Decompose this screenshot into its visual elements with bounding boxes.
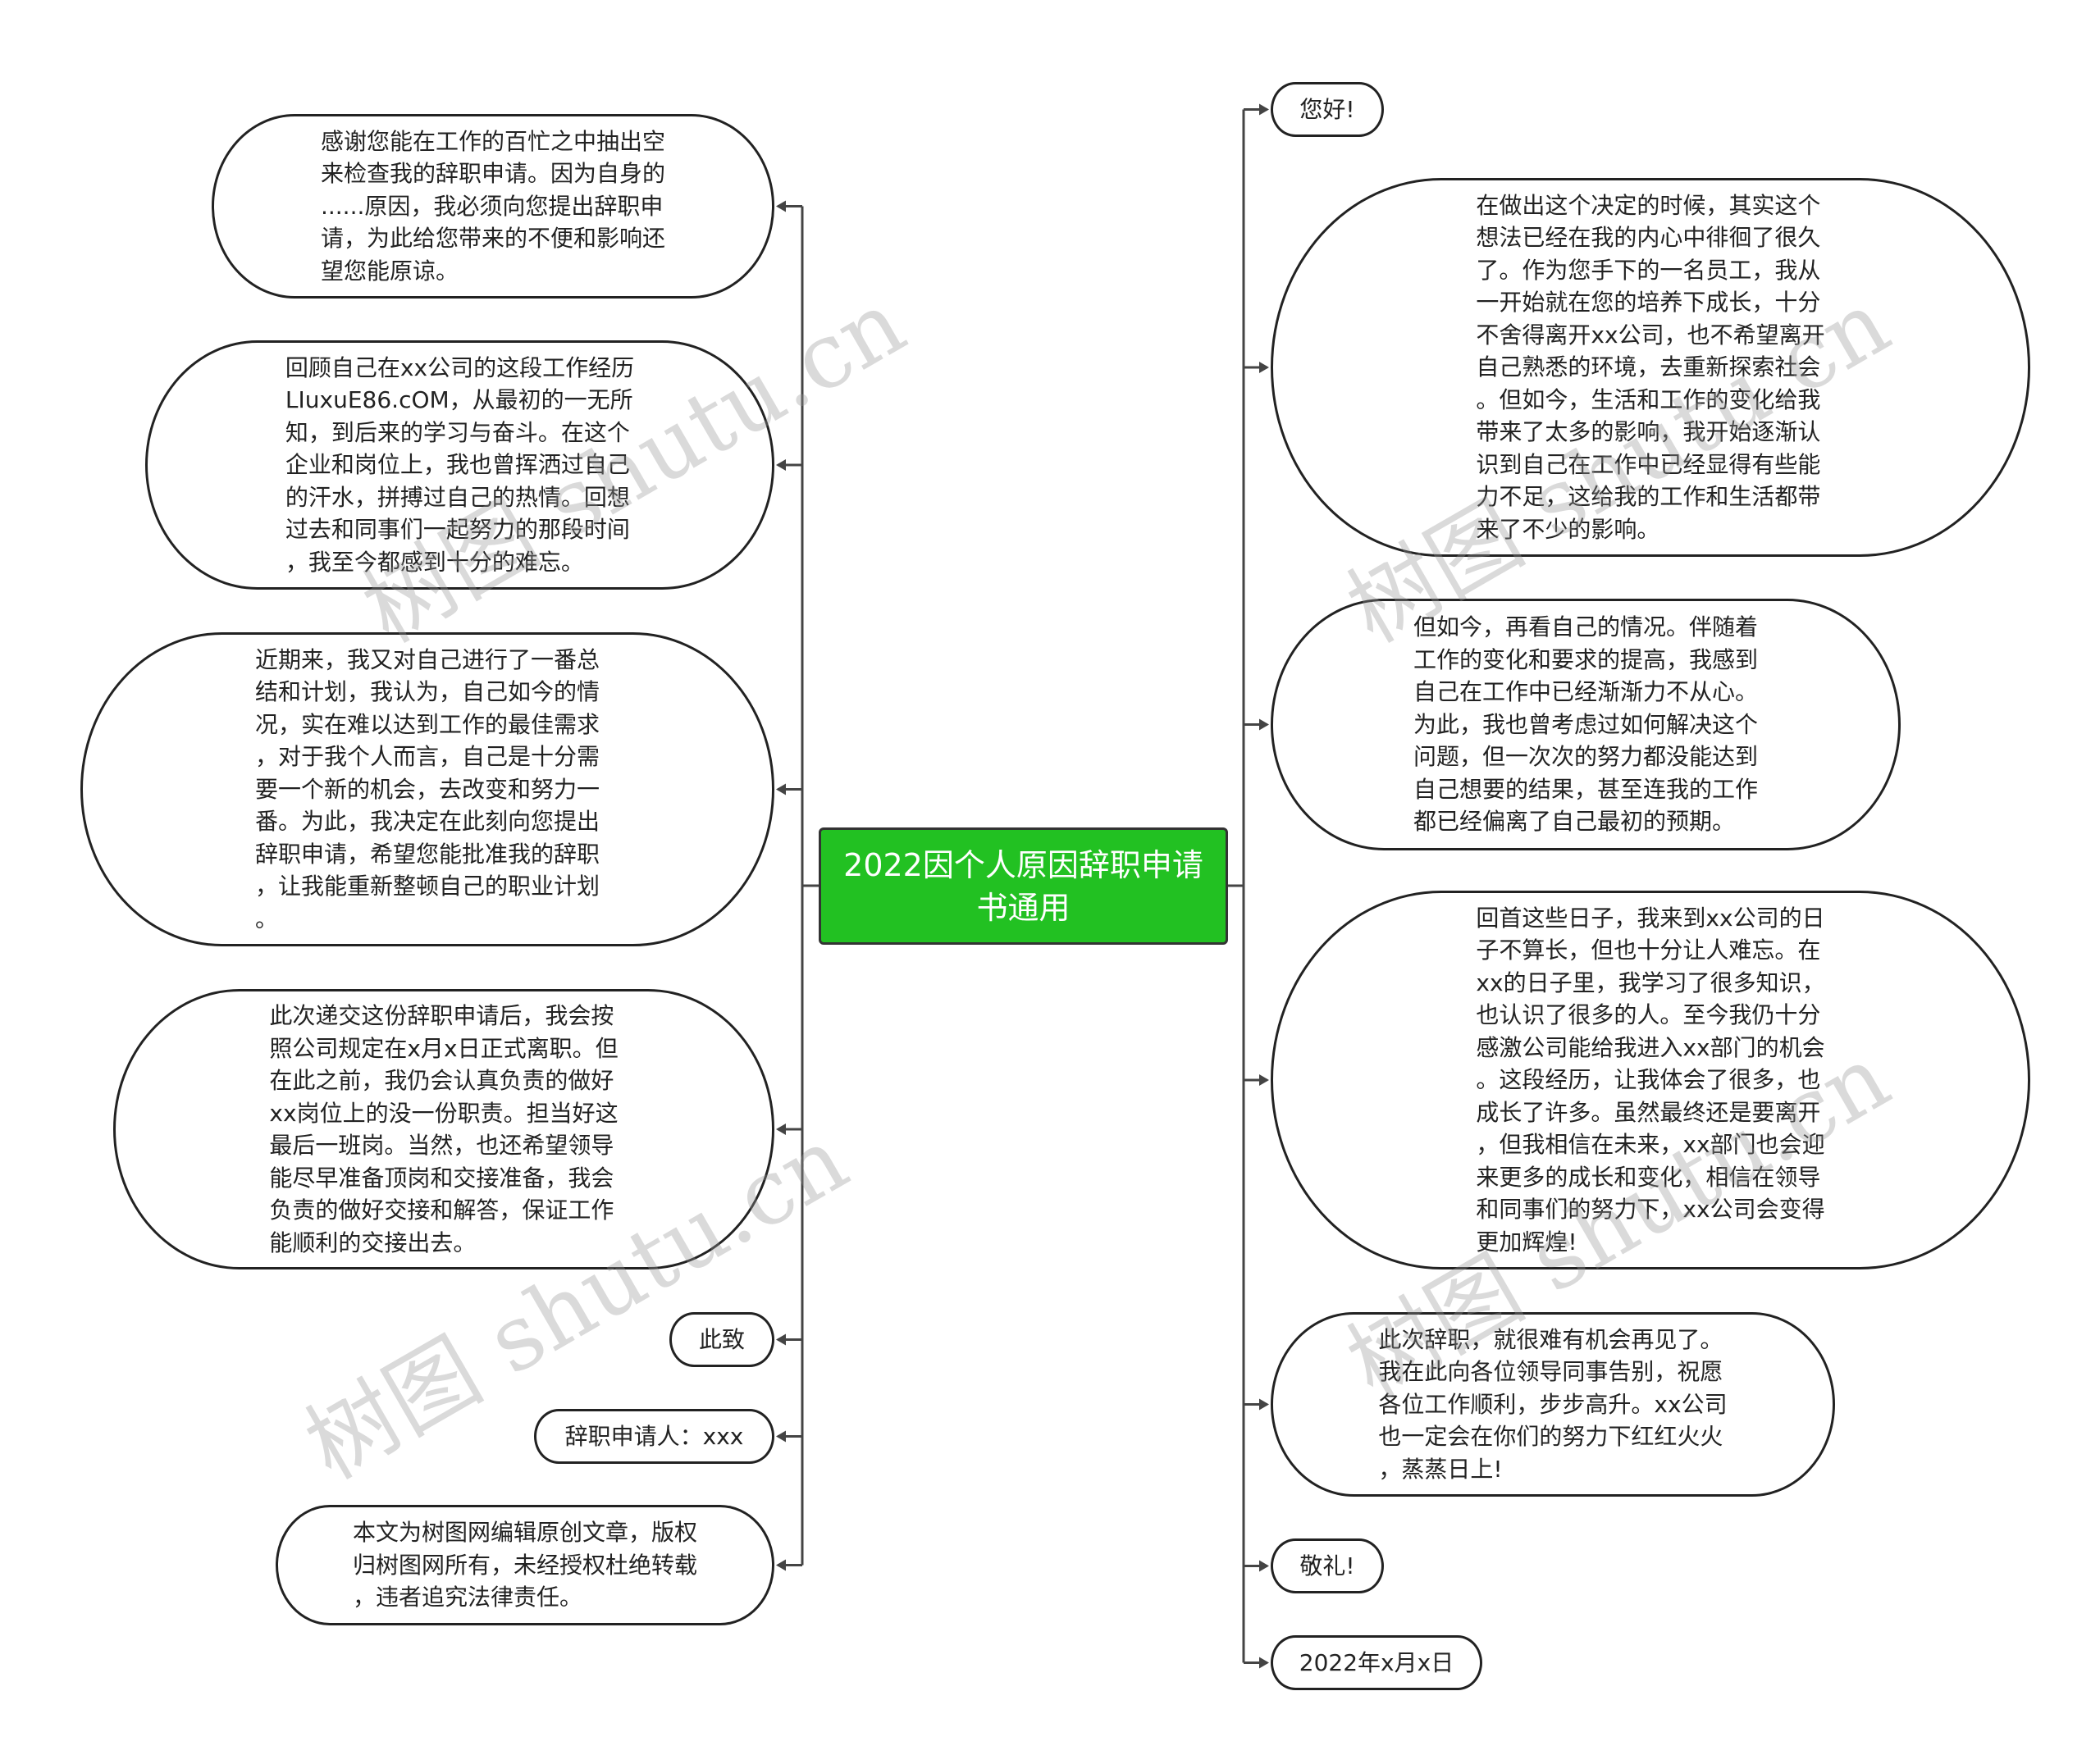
left-node[interactable]: 近期来，我又对自己进行了一番总 结和计划，我认为，自己如今的情 况，实在难以达到… [80,632,774,946]
arrow-head-icon [1259,1560,1269,1572]
node-text: 此次递交这份辞职申请后，我会按 照公司规定在x月x日正式离职。但 在此之前，我仍… [269,1002,619,1256]
node-text: 2022年x月x日 [1299,1648,1454,1676]
left-node[interactable]: 此次递交这份辞职申请后，我会按 照公司规定在x月x日正式离职。但 在此之前，我仍… [113,989,774,1269]
node-text: 敬礼! [1299,1552,1355,1579]
left-node[interactable]: 本文为树图网编辑原创文章，版权 归树图网所有，未经授权杜绝转载 ，违者追究法律责… [276,1505,774,1625]
node-text: 此致 [698,1325,745,1353]
arrow-head-icon [1259,362,1269,373]
arrow-head-icon [776,1333,786,1346]
right-node[interactable]: 您好! [1271,82,1384,137]
right-node[interactable]: 敬礼! [1271,1538,1384,1593]
arrow-head-icon [776,459,786,471]
node-text: 但如今，再看自己的情况。伴随着 工作的变化和要求的提高，我感到 自己在工作中已经… [1413,613,1758,836]
right-node[interactable]: 此次辞职，就很难有机会再见了。 我在此向各位领导同事告别，祝愿 各位工作顺利，步… [1271,1312,1835,1497]
node-text: 在做出这个决定的时候，其实这个 想法已经在我的内心中徘徊了很久 了。作为您手下的… [1476,191,1825,543]
arrow-head-icon [1259,1657,1269,1669]
arrow-head-icon [776,200,786,212]
arrow-head-icon [1259,1398,1269,1411]
node-text: 您好! [1299,95,1355,123]
root-title: 2022因个人原因辞职申请 书通用 [843,846,1203,926]
arrow-head-icon [1259,718,1269,731]
right-node[interactable]: 2022年x月x日 [1271,1635,1482,1690]
node-text: 回顾自己在xx公司的这段工作经历 LIuxuE86.cOM，从最初的一无所 知，… [285,353,635,576]
left-node[interactable]: 回顾自己在xx公司的这段工作经历 LIuxuE86.cOM，从最初的一无所 知，… [145,340,774,590]
right-node[interactable]: 但如今，再看自己的情况。伴随着 工作的变化和要求的提高，我感到 自己在工作中已经… [1271,599,1901,850]
arrow-head-icon [776,1124,786,1135]
node-text: 本文为树图网编辑原创文章，版权 归树图网所有，未经授权杜绝转载 ，违者追究法律责… [352,1519,697,1611]
arrow-head-icon [776,1430,786,1443]
node-text: 近期来，我又对自己进行了一番总 结和计划，我认为，自己如今的情 况，实在难以达到… [254,645,600,932]
right-node[interactable]: 在做出这个决定的时候，其实这个 想法已经在我的内心中徘徊了很久 了。作为您手下的… [1271,178,2030,557]
arrow-head-icon [776,1559,786,1571]
arrow-head-icon [1259,103,1269,116]
node-text: 回首这些日子，我来到xx公司的日 子不算长，但也十分让人难忘。在 xx的日子里，… [1476,904,1825,1256]
arrow-head-icon [1259,1074,1269,1086]
node-text: 此次辞职，就很难有机会再见了。 我在此向各位领导同事告别，祝愿 各位工作顺利，步… [1378,1325,1728,1483]
left-node[interactable]: 辞职申请人：xxx [534,1409,774,1464]
arrow-head-icon [776,783,786,795]
node-text: 辞职申请人：xxx [564,1422,744,1450]
left-node[interactable]: 感谢您能在工作的百忙之中抽出空 来检查我的辞职申请。因为自身的 ......原因… [212,114,774,299]
right-node[interactable]: 回首这些日子，我来到xx公司的日 子不算长，但也十分让人难忘。在 xx的日子里，… [1271,891,2030,1269]
node-text: 感谢您能在工作的百忙之中抽出空 来检查我的辞职申请。因为自身的 ......原因… [320,127,665,285]
left-node[interactable]: 此致 [669,1312,774,1367]
root-node[interactable]: 2022因个人原因辞职申请 书通用 [819,827,1228,945]
